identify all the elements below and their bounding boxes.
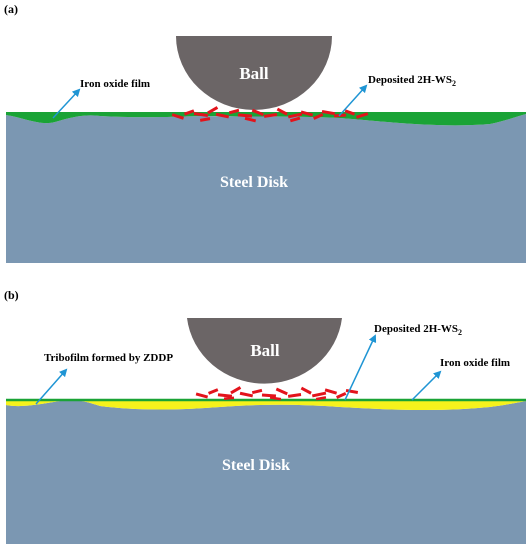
ws2-flake [321,109,336,116]
panel-b: (b) Ball [4,288,526,544]
ws2-flake [269,396,282,401]
ws2-flake [217,393,233,398]
panel-a: (a) Ball [4,2,526,263]
ws2-flake [171,113,185,120]
ws2-flake [344,109,356,116]
panel-b-steel-disk [6,399,526,544]
ws2-flake [289,116,301,123]
ws2-flake [261,393,277,398]
panel-b-label: (b) [4,288,19,302]
ws2-flake [300,110,314,117]
ws2-flake [195,392,209,399]
ws2-flake [313,112,324,120]
ws2-flake [199,117,211,122]
panel-b-tribofilm-annotation: Tribofilm formed by ZDDP [44,352,173,364]
ws2-flake [315,396,327,401]
panel-a-steel-disk [6,114,526,263]
ws2-flake [336,392,347,399]
panel-b-oxide-annotation: Iron oxide film [440,357,510,369]
panel-a-oxide-arrow [52,88,81,119]
panel-a-label: (a) [4,2,18,16]
panel-b-ball-label: Ball [250,341,280,360]
ws2-flake [207,388,219,395]
ws2-flake [239,391,254,398]
ws2-flake [223,396,235,401]
panel-b-tribofilm [6,399,526,411]
ws2-flake [355,112,369,119]
panel-b-disk-label: Steel Disk [222,457,290,474]
panel-b-tribofilm-arrow [35,368,68,405]
ws2-flake [237,113,253,118]
panel-b-ball [187,318,342,384]
panel-b-ws2-flakes [195,386,359,401]
ws2-flake [300,386,312,395]
panel-a-ws2-arrow [338,84,368,117]
ws2-flake [263,113,278,118]
panel-a-oxide-annotation: Iron oxide film [80,78,150,90]
panel-a-iron-oxide-film [6,112,526,126]
ws2-flake [287,112,303,119]
panel-b-oxide-arrow [411,370,442,401]
ws2-flake [244,116,257,123]
ws2-flake [276,107,288,116]
ws2-flake [193,112,209,117]
ws2-flake [183,109,195,116]
ws2-flake [207,106,219,115]
ws2-flake [215,112,230,119]
panel-a-ball [176,36,332,110]
panel-a-disk-label: Steel Disk [220,174,288,191]
ws2-flake [311,391,327,398]
panel-a-ws2-annotation: Deposited 2H-WS2 [368,74,456,88]
ws2-flake [230,386,242,395]
ws2-flake [287,393,302,398]
ws2-flake [251,388,263,395]
ws2-flake [324,388,338,395]
panel-a-ws2-flakes [171,106,369,123]
panel-a-ball-label: Ball [239,64,269,83]
ws2-flake [251,108,264,117]
ws2-flake [275,387,288,396]
panel-b-ws2-arrow [344,334,377,401]
panel-b-ws2-annotation: Deposited 2H-WS2 [374,323,462,337]
ws2-flake [228,108,240,115]
